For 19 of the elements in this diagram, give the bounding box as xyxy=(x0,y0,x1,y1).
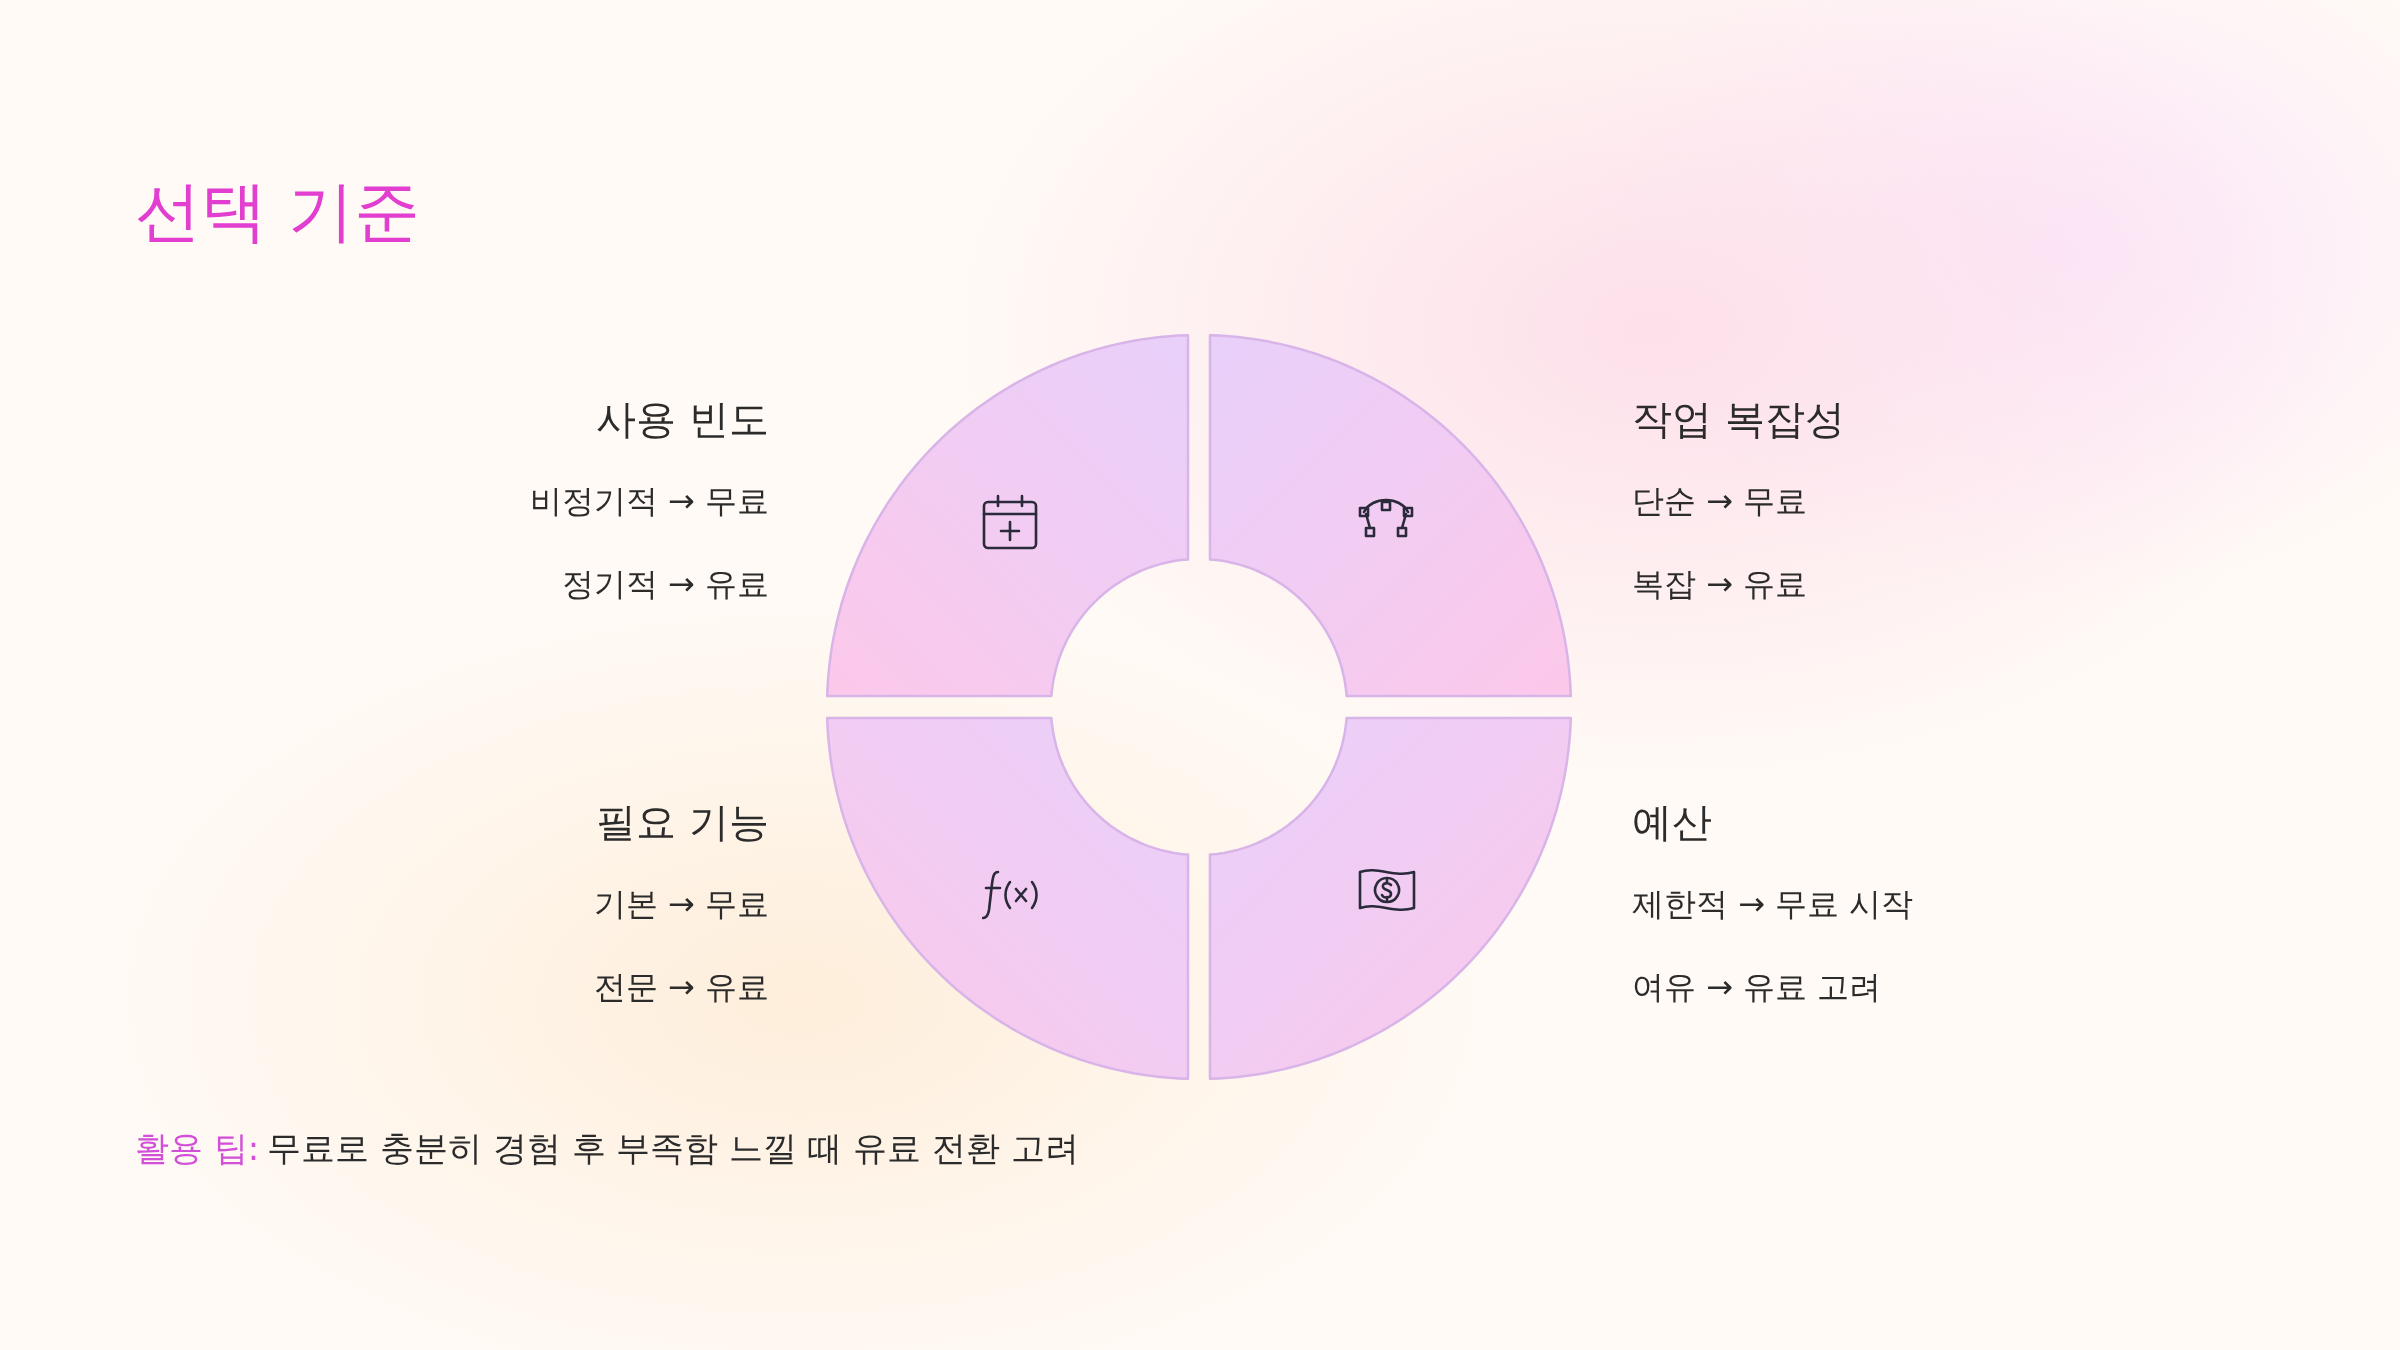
tip-text: 무료로 충분히 경험 후 부족함 느낄 때 유료 전환 고려 xyxy=(267,1128,1079,1168)
criterion-text: 단순 → 무료 xyxy=(1632,480,1808,522)
criterion-text: 정기적 → 유료 xyxy=(561,563,769,605)
segment-heading: 작업 복잡성 xyxy=(1632,395,1845,444)
criterion-text: 복잡 → 유료 xyxy=(1632,563,1808,605)
ring-segment xyxy=(827,718,1188,1079)
segment-heading: 예산 xyxy=(1632,798,1712,847)
title: 선택 기준 xyxy=(135,172,420,253)
tip-label: 활용 팁: xyxy=(135,1128,260,1168)
segment-heading: 사용 빈도 xyxy=(596,395,769,444)
criterion-text: 비정기적 → 무료 xyxy=(529,480,769,522)
ring-segment xyxy=(1210,718,1571,1079)
criterion-text: 제한적 → 무료 시작 xyxy=(1632,883,1914,925)
ring-segment xyxy=(827,335,1188,696)
segment-heading: 필요 기능 xyxy=(596,798,769,847)
criterion-text: 전문 → 유료 xyxy=(593,966,769,1008)
criterion-text: 여유 → 유료 고려 xyxy=(1632,966,1882,1008)
criterion-text: 기본 → 무료 xyxy=(593,883,769,925)
ring-segment xyxy=(1210,335,1571,696)
